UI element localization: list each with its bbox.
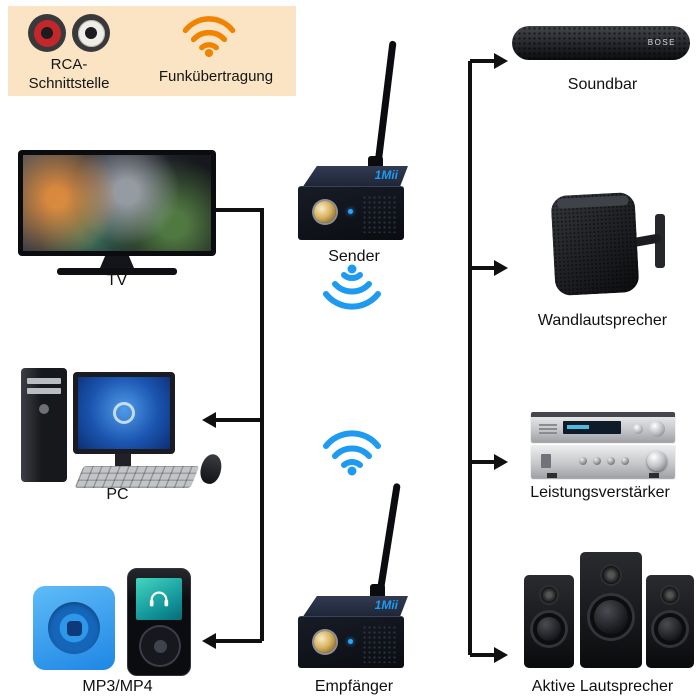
tweeter xyxy=(662,587,678,603)
tuning-knob xyxy=(649,421,665,437)
wifi-icon xyxy=(182,16,236,58)
empfaenger-device: 1Mii xyxy=(298,470,413,675)
tweeter xyxy=(602,566,620,584)
vent-grille xyxy=(362,625,396,663)
amp-foot xyxy=(547,473,557,478)
sender-box-front xyxy=(298,186,404,240)
tv-screen xyxy=(18,150,216,256)
tv-stand-base xyxy=(57,268,177,275)
speaker-left xyxy=(524,575,574,668)
rca-jack-white-icon xyxy=(72,14,110,52)
mp3-mp4-label: MP3/MP4 xyxy=(82,678,153,695)
active-speakers-illustration xyxy=(520,548,694,673)
led-indicator xyxy=(348,639,353,644)
brand-logo: 1Mii xyxy=(374,598,398,612)
speaker-center xyxy=(580,552,642,668)
empfaenger-box-front xyxy=(298,616,404,668)
wifi-waves-down-icon xyxy=(323,264,381,310)
amplifier-illustration xyxy=(528,404,678,484)
amp-foot xyxy=(649,473,659,478)
wall-speaker-body xyxy=(550,191,640,297)
mp4-screen xyxy=(136,578,182,620)
soundbar-body: BOSE xyxy=(512,26,690,60)
tv-label: TV xyxy=(106,272,128,289)
pc-keyboard xyxy=(74,466,200,488)
amplifier-label: Leistungsverstärker xyxy=(530,484,670,501)
button-row xyxy=(539,422,557,434)
empfaenger-label: Empfänger xyxy=(314,678,394,695)
rca-jack-hole xyxy=(85,27,97,39)
pc-illustration xyxy=(15,362,225,492)
wall-speaker-illustration xyxy=(545,191,675,304)
drive-bay xyxy=(27,378,61,384)
woofer xyxy=(590,596,632,638)
power-switch xyxy=(541,454,551,468)
mp4-player xyxy=(127,568,191,676)
small-knob xyxy=(633,424,643,434)
brand-logo: 1Mii xyxy=(374,168,398,182)
woofer xyxy=(654,613,686,645)
tv-screen-image xyxy=(23,155,211,251)
tv-illustration xyxy=(18,150,216,280)
wifi-waves-up-icon xyxy=(323,430,381,476)
rca-label: RCA-Schnittstelle xyxy=(28,56,110,92)
volume-knob xyxy=(647,451,667,471)
led-indicator xyxy=(348,209,353,214)
vent-grille xyxy=(362,195,396,233)
rca-jack-red-ring xyxy=(33,19,61,47)
rca-jack-red-icon xyxy=(28,14,66,52)
receiver-unit xyxy=(531,412,675,442)
soundbar-brand: BOSE xyxy=(647,38,676,47)
active-speakers-label: Aktive Lautsprecher xyxy=(531,678,674,695)
monitor-stand xyxy=(115,454,131,468)
mp3-player xyxy=(33,586,115,670)
mp4-control-pad xyxy=(141,627,179,665)
volume-knob xyxy=(314,201,336,223)
soundbar-label: Soundbar xyxy=(567,76,638,93)
antenna xyxy=(376,482,401,597)
sender-device: 1Mii xyxy=(298,36,413,248)
mp4-center-button xyxy=(153,639,167,653)
speaker-right xyxy=(646,575,694,668)
drive-bay xyxy=(27,388,61,394)
mp3-mp4-illustration xyxy=(25,566,210,678)
wireless-label: Funkübertragung xyxy=(158,68,274,85)
wall-speaker-top xyxy=(556,195,630,209)
wall-speaker-label: Wandlautsprecher xyxy=(537,312,668,329)
sender-label: Sender xyxy=(328,248,380,265)
connector-strokes xyxy=(214,59,496,657)
receiver-display xyxy=(563,421,621,434)
amplifier-unit xyxy=(531,444,675,478)
mp3-control-pad xyxy=(48,602,100,654)
power-button xyxy=(39,404,49,414)
rca-jack-hole xyxy=(41,27,53,39)
pc-monitor-screen xyxy=(78,377,170,449)
monitor-logo xyxy=(113,402,135,424)
sender-box-top: 1Mii xyxy=(302,166,408,188)
pc-monitor xyxy=(73,372,175,454)
woofer xyxy=(533,613,565,645)
empfaenger-box-top: 1Mii xyxy=(302,596,408,618)
antenna xyxy=(374,40,397,169)
tweeter xyxy=(541,587,557,603)
legend-panel: RCA-Schnittstelle Funkübertragung xyxy=(8,6,296,96)
headphones-icon xyxy=(149,591,169,607)
knob-row xyxy=(579,457,629,465)
rca-jack-white-ring xyxy=(77,19,105,47)
tv-stand xyxy=(100,256,134,268)
soundbar-illustration: BOSE xyxy=(512,26,690,64)
volume-knob xyxy=(314,631,336,653)
mp3-center-button xyxy=(66,620,82,636)
pc-label: PC xyxy=(106,486,129,503)
pc-tower xyxy=(21,368,67,482)
